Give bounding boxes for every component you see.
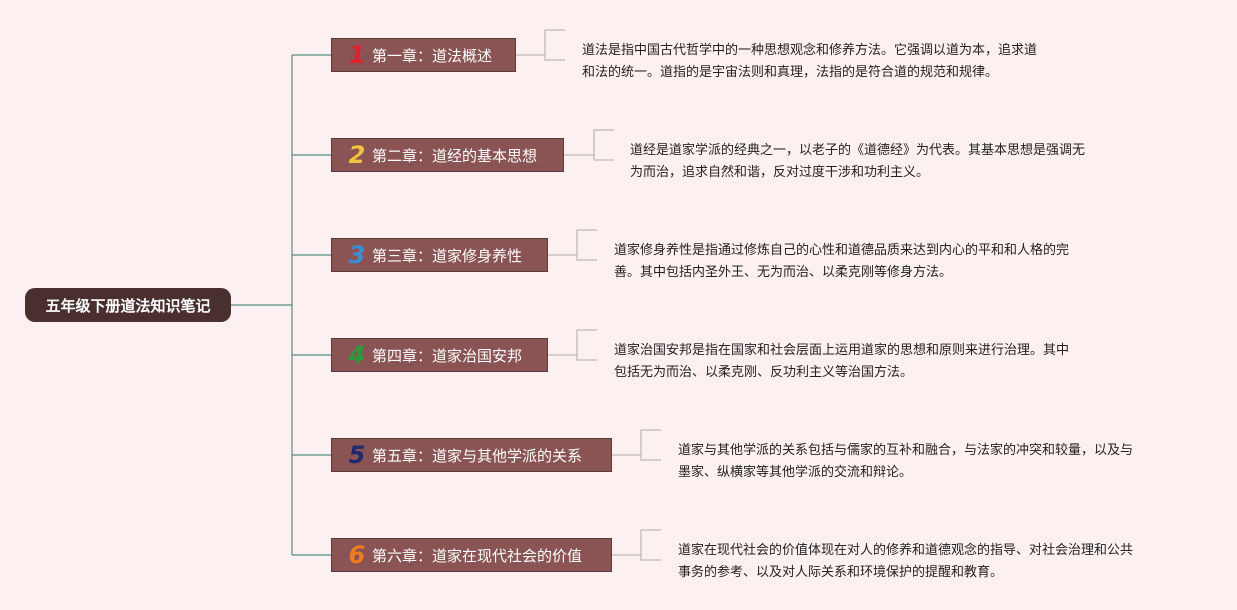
- chapter-node-5[interactable]: 5 第五章：道家与其他学派的关系: [331, 438, 612, 472]
- chapter-number-5: 5: [348, 441, 366, 469]
- chapter-number-1: 1: [348, 41, 366, 69]
- chapter-desc-5-line-1: 道家与其他学派的关系包括与儒家的互补和融合，与法家的冲突和较量，以及与: [678, 443, 1134, 458]
- chapter-desc-4-line-1: 道家治国安邦是指在国家和社会层面上运用道家的思想和原则来进行治理。其中: [614, 343, 1070, 358]
- chapter-node-2[interactable]: 2 第二章：道经的基本思想: [331, 138, 564, 172]
- chapter-desc-6-line-2: 事务的参考、以及对人际关系和环境保护的提醒和教育。: [678, 565, 1004, 580]
- chapter-desc-4: 道家治国安邦是指在国家和社会层面上运用道家的思想和原则来进行治理。其中 包括无为…: [614, 340, 1069, 384]
- chapter-desc-1-line-1: 道法是指中国古代哲学中的一种思想观念和修养方法。它强调以道为本，追求道: [582, 43, 1038, 58]
- chapter-desc-3: 道家修身养性是指通过修炼自己的心性和道德品质来达到内心的平和和人格的完 善。其中…: [614, 240, 1069, 284]
- chapter-node-6[interactable]: 6 第六章：道家在现代社会的价值: [331, 538, 612, 572]
- chapter-desc-3-line-2: 善。其中包括内圣外王、无为而治、以柔克刚等修身方法。: [614, 265, 953, 280]
- chapter-desc-2: 道经是道家学派的经典之一，以老子的《道德经》为代表。其基本思想是强调无 为而治，…: [630, 140, 1085, 184]
- chapter-title-1: 第一章：道法概述: [372, 46, 493, 65]
- chapter-node-3[interactable]: 3 第三章：道家修身养性: [331, 238, 548, 272]
- chapter-title-4: 第四章：道家治国安邦: [372, 346, 523, 365]
- chapter-title-3: 第三章：道家修身养性: [372, 246, 523, 265]
- chapter-desc-2-line-2: 为而治，追求自然和谐，反对过度干涉和功利主义。: [630, 165, 930, 180]
- chapter-number-2: 2: [348, 141, 366, 169]
- chapter-desc-6: 道家在现代社会的价值体现在对人的修养和道德观念的指导、对社会治理和公共 事务的参…: [678, 540, 1133, 584]
- chapter-desc-4-line-2: 包括无为而治、以柔克刚、反功利主义等治国方法。: [614, 365, 914, 380]
- chapter-number-3: 3: [348, 241, 366, 269]
- root-label: 五年级下册道法知识笔记: [45, 296, 211, 315]
- chapter-desc-1: 道法是指中国古代哲学中的一种思想观念和修养方法。它强调以道为本，追求道 和法的统…: [582, 40, 1037, 84]
- chapter-title-5: 第五章：道家与其他学派的关系: [372, 446, 583, 465]
- chapter-title-2: 第二章：道经的基本思想: [372, 146, 538, 165]
- chapter-title-6: 第六章：道家在现代社会的价值: [372, 546, 583, 565]
- chapter-desc-2-line-1: 道经是道家学派的经典之一，以老子的《道德经》为代表。其基本思想是强调无: [630, 143, 1086, 158]
- chapter-desc-5-line-2: 墨家、纵横家等其他学派的交流和辩论。: [678, 465, 913, 480]
- chapter-number-4: 4: [348, 341, 366, 369]
- chapter-desc-3-line-1: 道家修身养性是指通过修炼自己的心性和道德品质来达到内心的平和和人格的完: [614, 243, 1070, 258]
- chapter-node-1[interactable]: 1 第一章：道法概述: [331, 38, 516, 72]
- root-node[interactable]: 五年级下册道法知识笔记: [25, 288, 231, 322]
- chapter-desc-5: 道家与其他学派的关系包括与儒家的互补和融合，与法家的冲突和较量，以及与 墨家、纵…: [678, 440, 1133, 484]
- chapter-desc-1-line-2: 和法的统一。道指的是宇宙法则和真理，法指的是符合道的规范和规律。: [582, 65, 999, 80]
- chapter-number-6: 6: [348, 541, 366, 569]
- chapter-node-4[interactable]: 4 第四章：道家治国安邦: [331, 338, 548, 372]
- chapter-desc-6-line-1: 道家在现代社会的价值体现在对人的修养和道德观念的指导、对社会治理和公共: [678, 543, 1134, 558]
